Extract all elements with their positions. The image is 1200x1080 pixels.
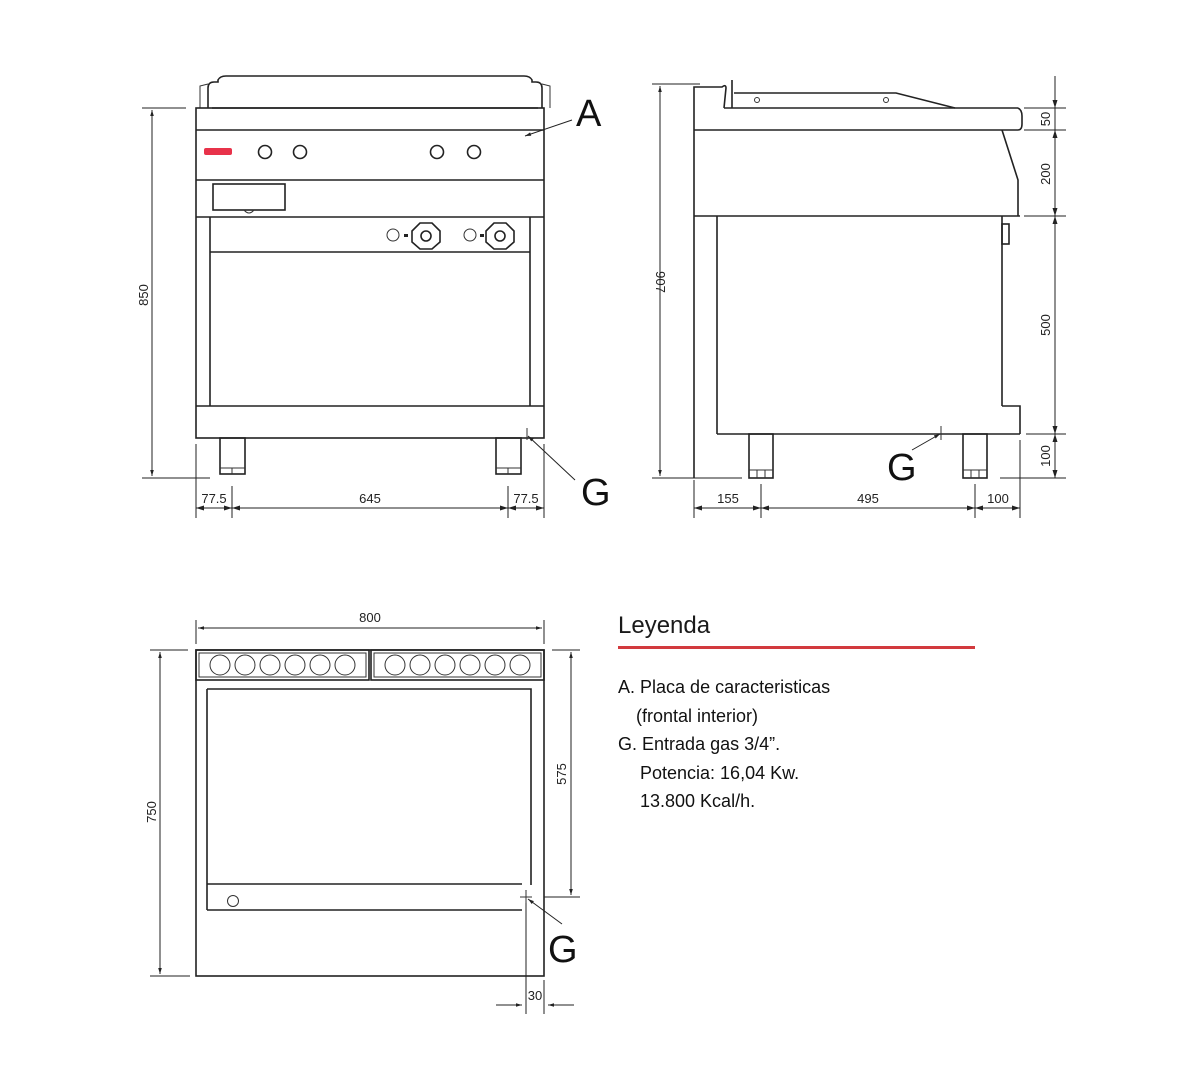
- callout-a: A: [576, 93, 602, 135]
- dim-side-upper-body: 200: [1038, 163, 1053, 185]
- legend-text-g-3: 13.800 Kcal/h.: [640, 791, 756, 811]
- brand-mark: [204, 148, 232, 155]
- dim-side-height: 907: [653, 271, 668, 293]
- top-view: 800 750 575 30 G: [144, 610, 580, 1014]
- dim-side-leg-span: 495: [857, 491, 879, 506]
- dim-side-cabinet: 500: [1038, 314, 1053, 336]
- dim-side-top-thickness: 50: [1038, 112, 1053, 126]
- dim-side-rear-offset: 100: [987, 491, 1009, 506]
- legend-item-g: G. Entrada gas 3/4”. Potencia: 16,04 Kw.…: [618, 730, 978, 816]
- legend: Leyenda A. Placa de caracteristicas (fro…: [618, 610, 978, 816]
- knob-icon: [429, 144, 445, 160]
- legend-divider: [618, 646, 975, 649]
- burner-strip-left: [195, 649, 370, 681]
- legend-key-g: G.: [618, 734, 638, 754]
- legend-text-g-2: Potencia: 16,04 Kw.: [640, 762, 800, 783]
- dim-top-gas-offset: 30: [528, 988, 542, 1003]
- dim-front-leg-span: 645: [359, 491, 381, 506]
- callout-g-top: G: [548, 929, 578, 971]
- legend-title: Leyenda: [618, 612, 711, 639]
- legend-text-a-1: Placa de caracteristicas: [640, 677, 831, 697]
- dim-front-height: 850: [136, 284, 151, 306]
- front-view: 850 77.5 645 77.5 A G: [136, 75, 611, 518]
- dim-side-front-offset: 155: [717, 491, 739, 506]
- legend-key-a: A.: [618, 677, 636, 697]
- knob-icon: [292, 144, 308, 160]
- dim-top-depth: 750: [144, 801, 159, 823]
- dim-top-width: 800: [359, 610, 381, 625]
- legend-text-a-2: (frontal interior): [636, 705, 759, 726]
- dim-front-left-offset: 77.5: [201, 491, 226, 506]
- knob-icon: [466, 144, 482, 160]
- callout-g-front: G: [581, 472, 611, 514]
- dim-top-inner-depth: 575: [554, 763, 569, 785]
- side-view: 907 50 200 500 100 155 495 100 G: [652, 76, 1066, 518]
- legend-item-a: A. Placa de caracteristicas (frontal int…: [618, 673, 978, 730]
- callout-g-side: G: [887, 447, 917, 489]
- burner-strip-right: [370, 649, 545, 681]
- knob-icon: [257, 144, 273, 160]
- dim-side-legs: 100: [1038, 445, 1053, 467]
- burner-ignition-icon: [463, 222, 515, 250]
- legend-text-g-1: Entrada gas 3/4”.: [642, 734, 781, 754]
- burner-ignition-icon: [386, 222, 441, 250]
- dim-front-right-offset: 77.5: [513, 491, 538, 506]
